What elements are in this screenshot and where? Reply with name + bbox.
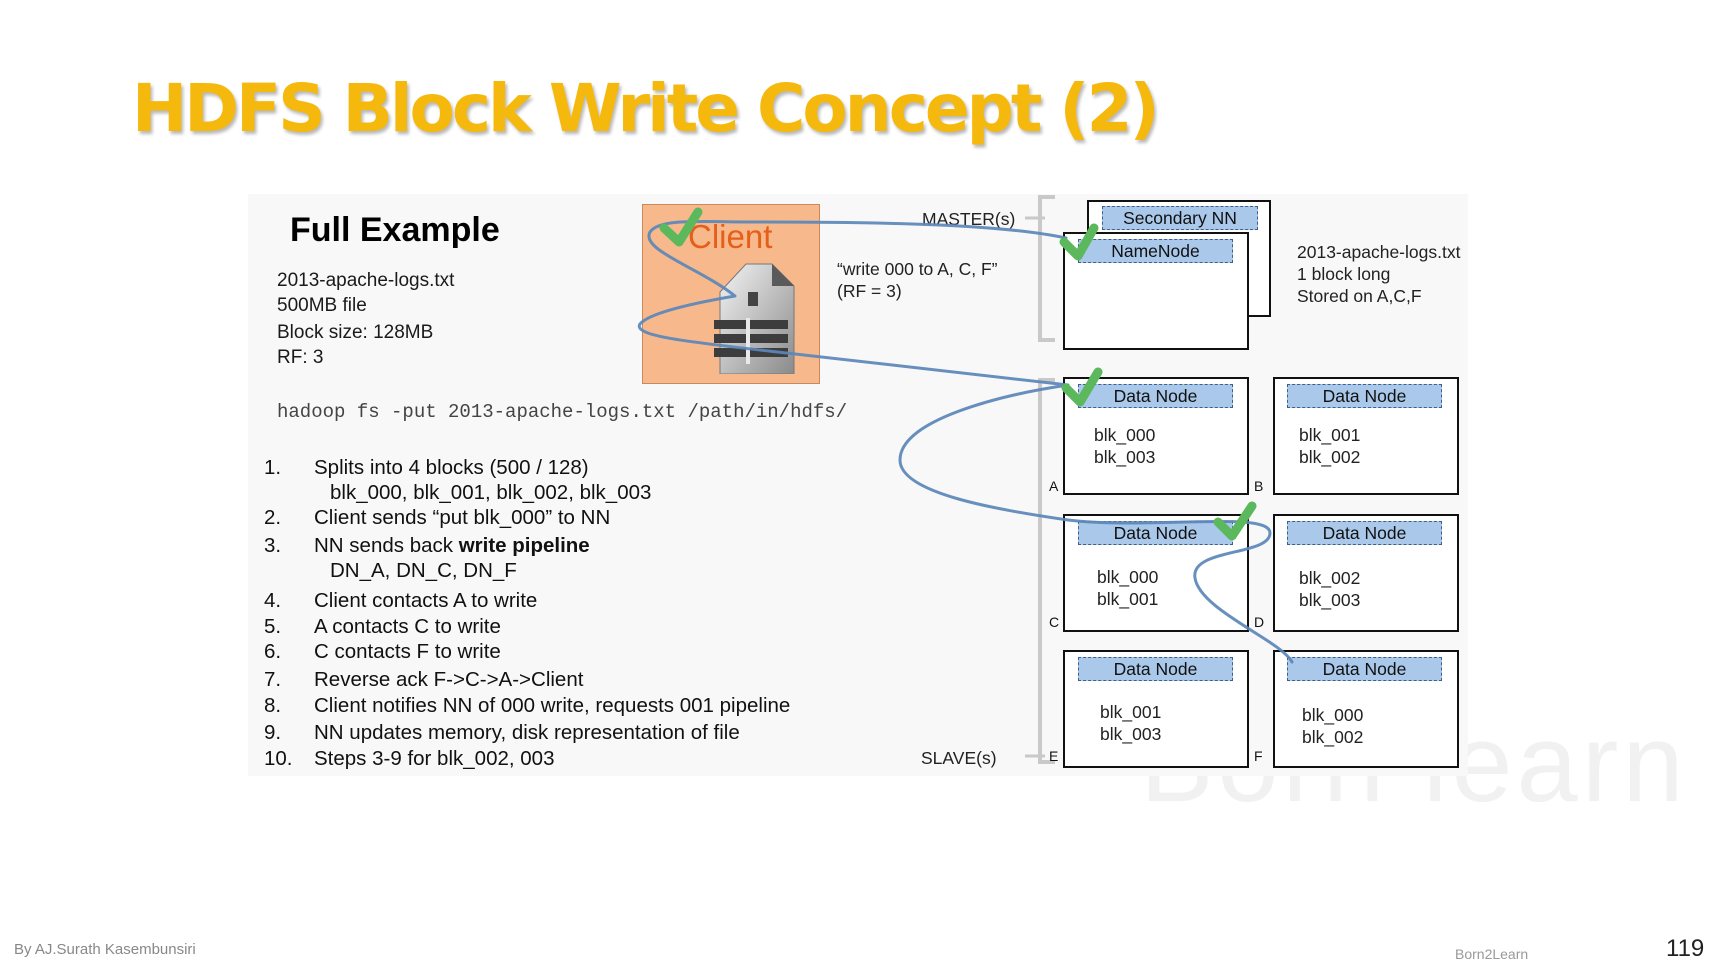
footer-author: By AJ.Surath Kasembunsiri — [14, 941, 196, 958]
node-id-label: A — [1049, 478, 1059, 494]
block-label: blk_003 — [1100, 724, 1162, 744]
block-label: blk_003 — [1094, 447, 1156, 467]
data-node-header: Data Node — [1287, 384, 1442, 408]
info-filename: 2013-apache-logs.txt — [277, 270, 455, 291]
block-label: blk_001 — [1100, 702, 1162, 722]
rf-message: (RF = 3) — [837, 281, 902, 301]
flow-line-client-to-namenode — [637, 219, 1070, 387]
step-text: Reverse ack F->C->A->Client — [314, 668, 584, 691]
block-label: blk_001 — [1299, 425, 1361, 445]
block-label: blk_001 — [1097, 589, 1159, 609]
step-number: 6. — [264, 640, 282, 663]
check-namenode-icon — [1059, 223, 1099, 261]
step-text: Steps 3-9 for blk_002, 003 — [314, 747, 555, 770]
node-id-label: F — [1254, 748, 1263, 764]
data-node-header: Data Node — [1078, 657, 1233, 681]
data-node-header: Data Node — [1078, 384, 1233, 408]
page-number: 119 — [1666, 935, 1705, 962]
step-text: Splits into 4 blocks (500 / 128) — [314, 456, 589, 479]
node-id-label: B — [1254, 478, 1264, 494]
file-meta-blocks: 1 block long — [1297, 264, 1391, 284]
step-number: 1. — [264, 456, 282, 479]
file-meta-stored: Stored on A,C,F — [1297, 286, 1422, 306]
step-text: Client contacts A to write — [314, 589, 538, 612]
info-filesize: 500MB file — [277, 295, 367, 316]
node-id-label: E — [1049, 748, 1059, 764]
info-rf: RF: 3 — [277, 347, 324, 368]
step-text: C contacts F to write — [314, 640, 501, 663]
step-number: 7. — [264, 668, 282, 691]
block-label: blk_003 — [1299, 590, 1361, 610]
node-id-label: D — [1254, 614, 1265, 630]
flow-line-a-to-c — [898, 383, 1070, 522]
step-number: 9. — [264, 721, 282, 744]
node-id-label: C — [1049, 614, 1060, 630]
hadoop-command: hadoop fs -put 2013-apache-logs.txt /pat… — [277, 401, 848, 423]
flow-line-c-to-f — [1066, 518, 1294, 664]
data-node-header: Data Node — [1287, 657, 1442, 681]
step-text-plain: NN sends back — [314, 534, 459, 557]
block-label: blk_002 — [1302, 727, 1364, 747]
slide-title: HDFS Block Write Concept (2) — [132, 70, 1160, 147]
namenode-header: NameNode — [1078, 239, 1233, 263]
step-number: 2. — [264, 506, 282, 529]
step-text: Client notifies NN of 000 write, request… — [314, 694, 791, 717]
step-number: 4. — [264, 589, 282, 612]
block-label: blk_000 — [1097, 567, 1159, 587]
block-label: blk_002 — [1299, 568, 1361, 588]
secondary-nn-header: Secondary NN — [1102, 206, 1258, 230]
write-message: “write 000 to A, C, F” — [837, 259, 998, 279]
slave-label: SLAVE(s) — [921, 748, 997, 768]
step-number: 10. — [264, 747, 293, 770]
step-subtext: blk_000, blk_001, blk_002, blk_003 — [330, 481, 652, 504]
check-client-icon — [659, 207, 703, 247]
footer-brand: Born2Learn — [1455, 946, 1529, 962]
step-number: 5. — [264, 615, 282, 638]
data-node-header: Data Node — [1287, 521, 1442, 545]
full-example-heading: Full Example — [290, 211, 500, 249]
step-subtext: DN_A, DN_C, DN_F — [330, 559, 517, 582]
file-meta-name: 2013-apache-logs.txt — [1297, 242, 1461, 262]
step-number: 3. — [264, 534, 282, 557]
check-data-node-a-icon — [1061, 367, 1103, 407]
step-text: Client sends “put blk_000” to NN — [314, 506, 611, 529]
client-label: Client — [688, 218, 773, 255]
check-data-node-c-icon — [1213, 501, 1257, 541]
step-text: NN sends back write pipeline — [314, 534, 590, 558]
block-label: blk_000 — [1302, 705, 1364, 725]
block-label: blk_000 — [1094, 425, 1156, 445]
step-number: 8. — [264, 694, 282, 717]
step-text: NN updates memory, disk representation o… — [314, 721, 740, 744]
info-blocksize: Block size: 128MB — [277, 322, 434, 343]
step-text-bold: write pipeline — [458, 534, 590, 557]
block-label: blk_002 — [1299, 447, 1361, 467]
step-text: A contacts C to write — [314, 615, 501, 638]
